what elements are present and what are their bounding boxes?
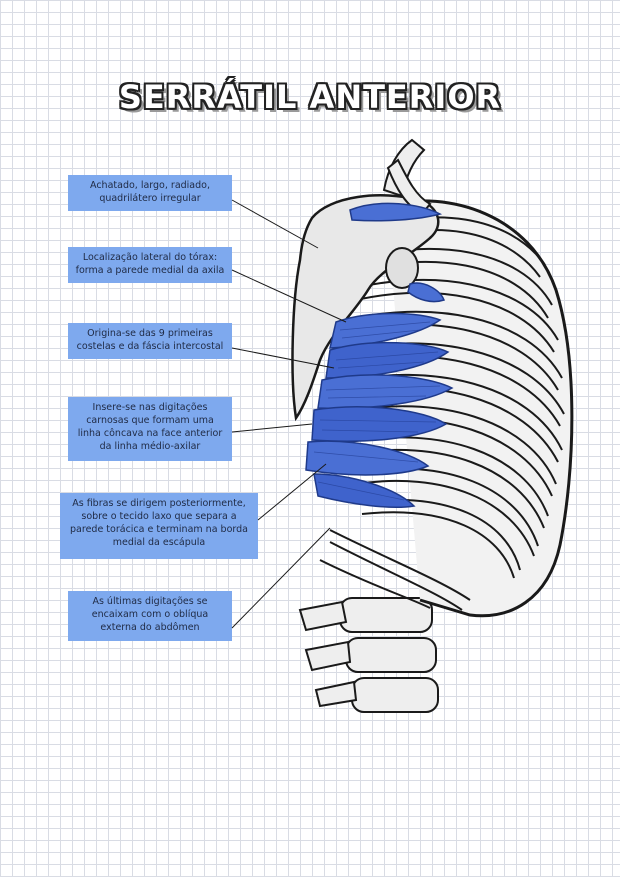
muscle-fiber-lines [313, 321, 441, 501]
note-insertion: Insere-se nas digitações carnosas que fo… [68, 397, 232, 461]
ribcage-outline [385, 199, 574, 618]
note-origin: Origina-se das 9 primeiras costelas e da… [68, 323, 232, 359]
note-fibers: As fibras se dirigem posteriormente, sob… [60, 493, 258, 559]
leader-lines [231, 199, 347, 629]
note-last-digitations: As últimas digitações se encaixam com o … [68, 591, 232, 641]
serratus-anterior-muscle [305, 202, 454, 509]
note-shape: Achatado, largo, radiado, quadrilátero i… [68, 175, 232, 211]
glenoid-cavity [385, 247, 419, 289]
note-location: Localização lateral do tórax: forma a pa… [68, 247, 232, 283]
page-title: SERRÁTIL ANTERIOR [118, 78, 502, 116]
